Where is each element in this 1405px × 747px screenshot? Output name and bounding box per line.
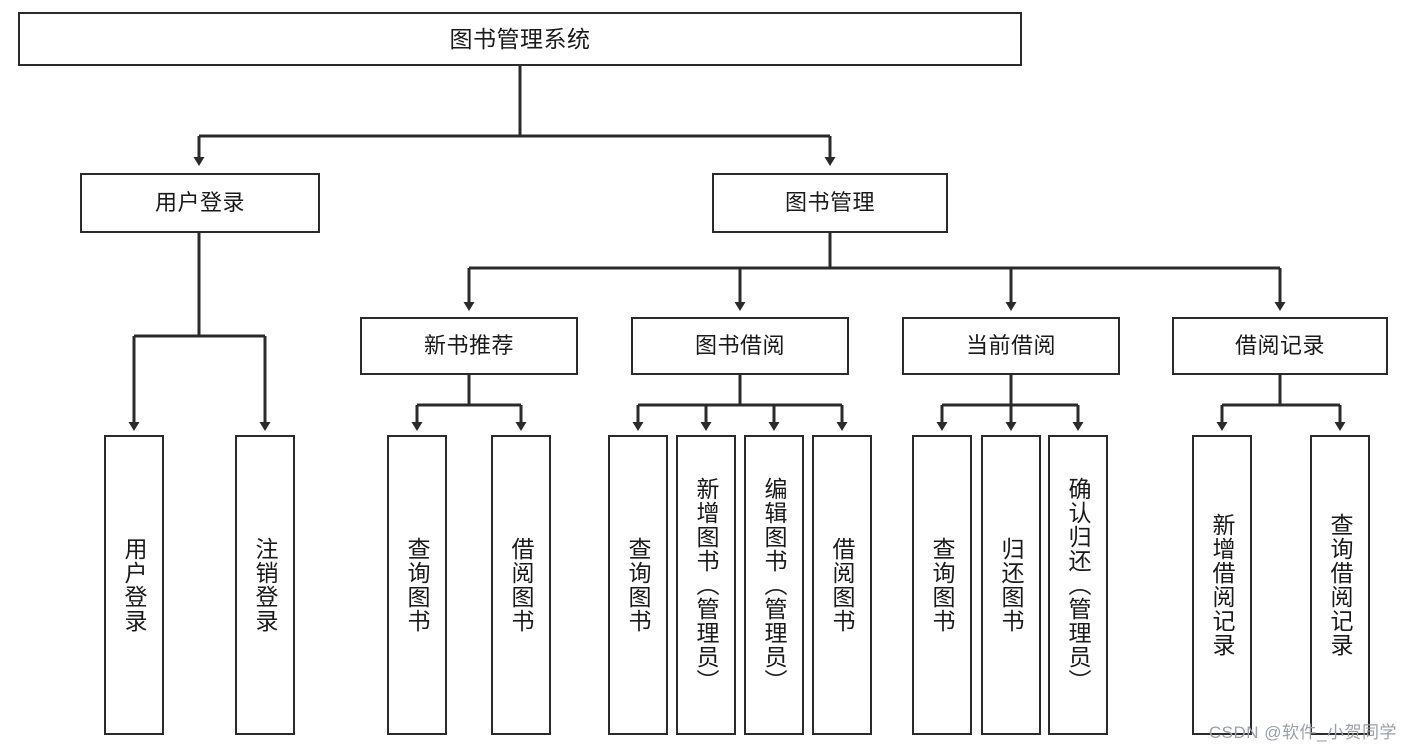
- leaf-query-book-1[interactable]: 查询图书: [387, 435, 447, 735]
- node-current-borrow-label: 当前借阅: [965, 333, 1056, 359]
- leaf-user-login[interactable]: 用户登录: [104, 435, 164, 735]
- leaf-query-record[interactable]: 查询借阅记录: [1310, 435, 1370, 735]
- leaf-logout-login[interactable]: 注销登录: [235, 435, 295, 735]
- leaf-confirm-return[interactable]: 确认归还（管理员）: [1048, 435, 1108, 735]
- leaf-edit-book[interactable]: 编辑图书（管理员）: [744, 435, 804, 735]
- node-book-borrow-label: 图书借阅: [694, 333, 785, 359]
- leaf-query-book-3[interactable]: 查询图书: [912, 435, 972, 735]
- node-new-book-recommend[interactable]: 新书推荐: [360, 317, 578, 375]
- leaf-return-book[interactable]: 归还图书: [981, 435, 1041, 735]
- node-user-login[interactable]: 用户登录: [80, 173, 320, 233]
- node-root-label: 图书管理系统: [449, 25, 591, 52]
- leaf-user-login-label: 用户登录: [121, 537, 148, 633]
- node-book-borrow[interactable]: 图书借阅: [631, 317, 849, 375]
- leaf-query-book-1-label: 查询图书: [404, 537, 431, 633]
- node-user-login-label: 用户登录: [154, 190, 245, 216]
- leaf-borrow-book-1-label: 借阅图书: [508, 537, 535, 633]
- leaf-borrow-book-2[interactable]: 借阅图书: [812, 435, 872, 735]
- leaf-query-record-label: 查询借阅记录: [1327, 513, 1354, 657]
- node-root[interactable]: 图书管理系统: [18, 12, 1022, 66]
- node-book-manage-label: 图书管理: [784, 190, 875, 216]
- node-borrow-record-label: 借阅记录: [1234, 333, 1325, 359]
- node-borrow-record[interactable]: 借阅记录: [1172, 317, 1388, 375]
- leaf-borrow-book-2-label: 借阅图书: [829, 537, 856, 633]
- leaf-return-book-label: 归还图书: [998, 537, 1025, 633]
- leaf-query-book-2-label: 查询图书: [625, 537, 652, 633]
- leaf-edit-book-label: 编辑图书（管理员）: [761, 477, 788, 693]
- leaf-add-book[interactable]: 新增图书（管理员）: [676, 435, 736, 735]
- leaf-query-book-2[interactable]: 查询图书: [608, 435, 668, 735]
- watermark: CSDN @软件_小贺同学: [1208, 723, 1397, 742]
- leaf-query-book-3-label: 查询图书: [929, 537, 956, 633]
- leaf-add-book-label: 新增图书（管理员）: [693, 477, 720, 693]
- leaf-borrow-book-1[interactable]: 借阅图书: [491, 435, 551, 735]
- leaf-logout-login-label: 注销登录: [252, 537, 279, 633]
- node-current-borrow[interactable]: 当前借阅: [902, 317, 1120, 375]
- node-book-manage[interactable]: 图书管理: [712, 173, 948, 233]
- node-new-book-recommend-label: 新书推荐: [423, 333, 514, 359]
- leaf-add-record-label: 新增借阅记录: [1209, 513, 1236, 657]
- leaf-confirm-return-label: 确认归还（管理员）: [1065, 477, 1092, 693]
- leaf-add-record[interactable]: 新增借阅记录: [1192, 435, 1252, 735]
